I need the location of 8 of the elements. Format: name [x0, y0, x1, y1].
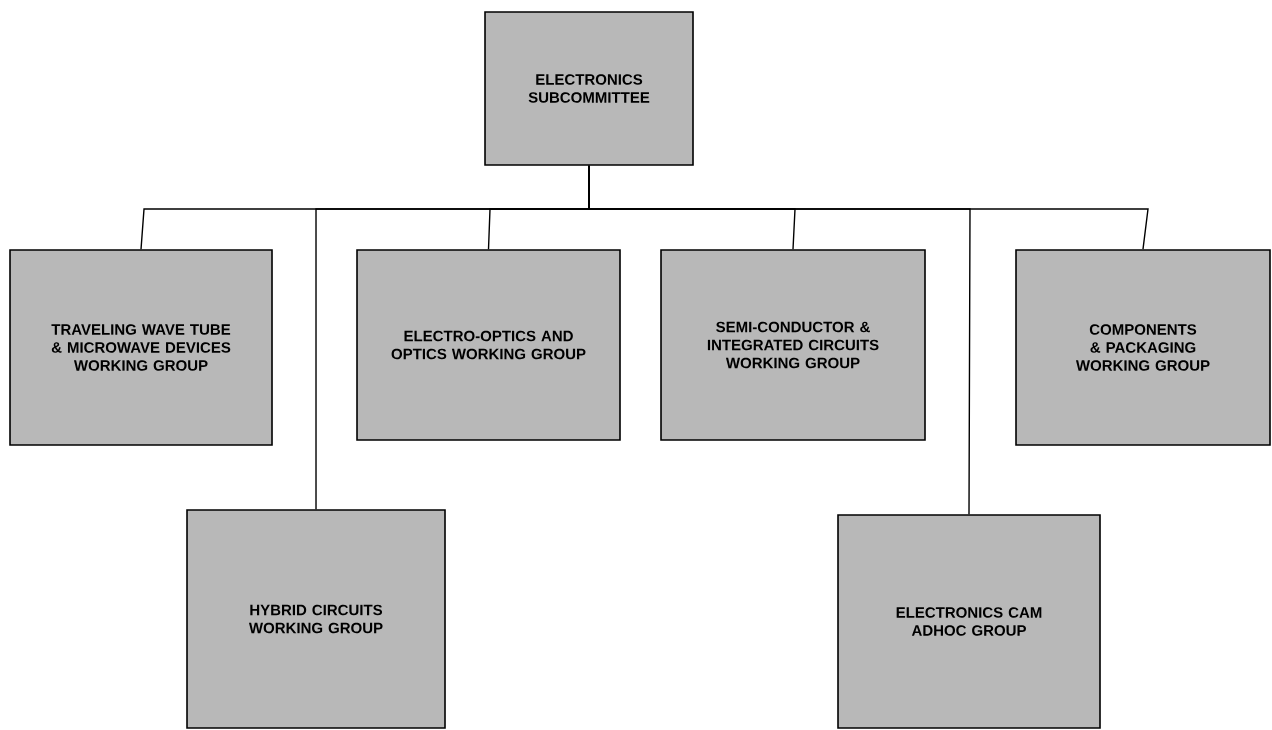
group-box: COMPONENTS & PACKAGING WORKING GROUP	[1015, 249, 1271, 446]
connector-line	[588, 165, 1149, 250]
group-box: ELECTRO-OPTICS AND OPTICS WORKING GROUP	[356, 249, 621, 441]
group-box: HYBRID CIRCUITS WORKING GROUP	[186, 509, 446, 729]
group-box: SEMI-CONDUCTOR & INTEGRATED CIRCUITS WORKING GROUP	[660, 249, 926, 441]
committee-box: ELECTRONICS SUBCOMMITTEE	[484, 11, 694, 166]
group-box: ELECTRONICS CAM ADHOC GROUP	[837, 514, 1101, 729]
group-box: TRAVELING WAVE TUBE & MICROWAVE DEVICES WORKING GROUP	[9, 249, 273, 446]
